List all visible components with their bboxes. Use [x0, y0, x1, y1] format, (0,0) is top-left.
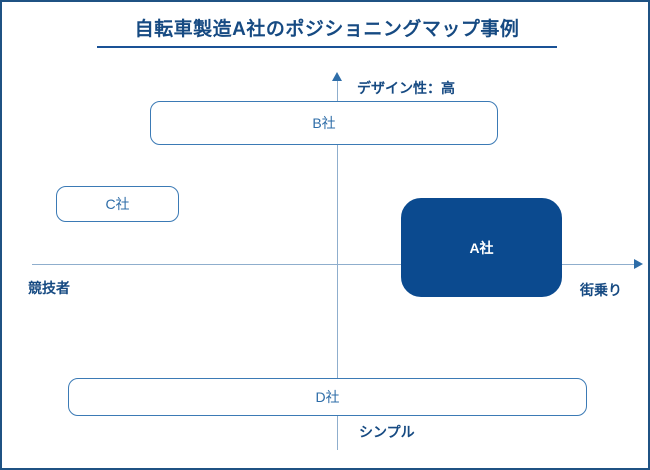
horizontal-axis-line [32, 264, 636, 265]
map-item-b-label: B社 [312, 115, 336, 131]
horizontal-axis-arrow-icon [634, 259, 643, 269]
vertical-axis-line [337, 80, 338, 450]
map-item-a[interactable]: A社 [401, 198, 562, 297]
map-item-c-label: C社 [105, 196, 130, 212]
axis-label-town-riding: 街乗り [580, 282, 622, 298]
map-item-d[interactable]: D社 [68, 378, 587, 416]
map-item-a-label: A社 [469, 239, 494, 256]
axis-label-simple: シンプル [359, 424, 415, 440]
axis-label-competitor: 競技者 [28, 280, 70, 296]
title-underline [97, 46, 557, 48]
axis-label-design-high: デザイン性：高 [357, 80, 455, 96]
vertical-axis-arrow-icon [332, 72, 342, 81]
map-item-b[interactable]: B社 [150, 101, 498, 145]
map-item-d-label: D社 [315, 389, 340, 405]
page-title: 自転車製造A社のポジショニングマップ事例 [134, 19, 520, 40]
map-item-c[interactable]: C社 [56, 186, 179, 222]
